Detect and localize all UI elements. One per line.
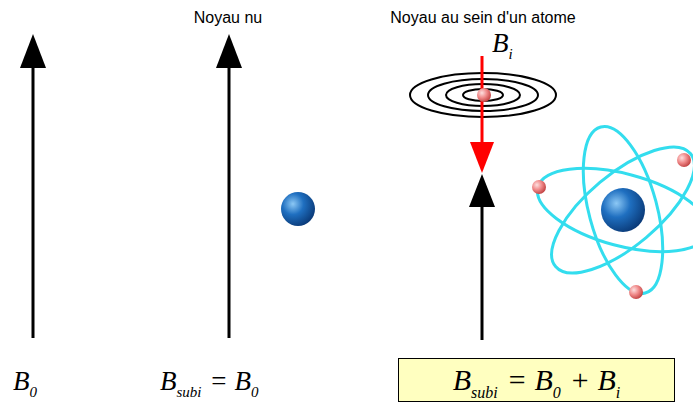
label-text: Noyau nu	[194, 9, 263, 26]
arrow-head	[469, 174, 495, 207]
field-arrow	[469, 174, 495, 340]
equation-label: Bsubi= B0	[160, 368, 259, 395]
subscript-text: 0	[251, 384, 259, 400]
label-text: B	[492, 28, 509, 58]
subscript-text: i	[616, 384, 620, 401]
equation-box: Bsubi = B0 + Bi	[398, 358, 675, 402]
subscript-text: subi	[177, 384, 202, 400]
arrow-head	[20, 34, 46, 68]
arrow-shaft	[228, 66, 231, 338]
atom-orbits	[529, 118, 693, 302]
field-arrow	[20, 34, 46, 338]
equation-text: + B	[570, 363, 616, 396]
subscript-text: 0	[30, 384, 38, 400]
atom-nucleus	[601, 188, 645, 232]
heading-label: Noyau au sein d'un atome	[390, 10, 575, 26]
equation-text: B	[453, 363, 471, 396]
label-text: B	[160, 366, 177, 396]
induced-field-arrow	[470, 56, 494, 173]
arrow-shaft	[481, 204, 484, 340]
field-label: Bi	[492, 30, 513, 57]
subscript-text: i	[509, 46, 513, 62]
label-text: Noyau au sein d'un atome	[390, 9, 575, 26]
loop	[463, 89, 503, 101]
label-text: = B	[210, 366, 251, 396]
arrow-head	[216, 34, 242, 68]
arrow-head	[470, 142, 494, 173]
subscript-text: 0	[553, 384, 561, 401]
field-arrow	[216, 34, 242, 338]
bare-nucleus	[281, 192, 315, 226]
electron	[477, 88, 491, 102]
heading-label: Noyau nu	[194, 10, 263, 26]
arrow-shaft	[32, 66, 35, 338]
electron	[677, 153, 691, 167]
field-label: B0	[13, 368, 37, 395]
subscript-text: subi	[471, 384, 498, 401]
equation-text: = B	[507, 363, 553, 396]
equation-text: Bsubi= B0+ Bi	[453, 365, 621, 395]
electron	[532, 180, 546, 194]
label-text: B	[13, 366, 30, 396]
electron	[629, 285, 643, 299]
orbit	[568, 118, 678, 302]
